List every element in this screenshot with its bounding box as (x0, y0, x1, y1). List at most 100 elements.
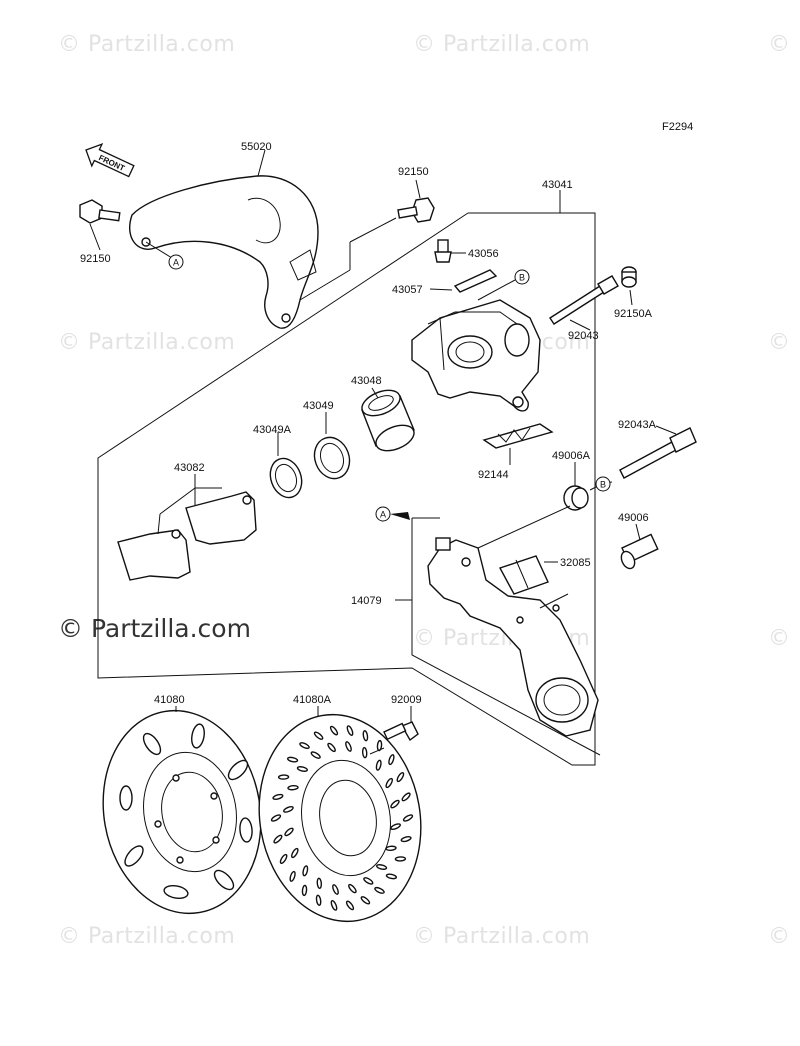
cap-43057 (429, 269, 516, 301)
rotor-slot (299, 742, 310, 750)
part-label-49006: 49006 (618, 512, 649, 524)
assembly-outline (97, 212, 596, 766)
seal-43049 (313, 412, 351, 480)
rotor-slot (270, 814, 282, 822)
rotor-slot (394, 856, 407, 862)
screw-92009 (369, 706, 419, 755)
watermark: © Partzilla.com (58, 32, 236, 57)
rotor-slot (376, 864, 388, 870)
seal-43049A (269, 432, 303, 499)
boot-49006 (620, 523, 659, 570)
rotor-slot (390, 823, 401, 830)
callout-b-upper: B (514, 269, 530, 285)
bracket-55020 (129, 149, 319, 329)
rotor-slot (310, 751, 321, 759)
callout-b-lower: B (595, 476, 611, 492)
rotor-slot (332, 884, 339, 895)
rotor-slot (390, 799, 400, 809)
callout-a-text: A (173, 258, 179, 268)
rotor-slot (296, 766, 308, 772)
part-label-43041: 43041 (542, 179, 573, 191)
rotor-slot (286, 756, 299, 763)
watermark: © Partzilla.com (58, 924, 236, 949)
watermark: © Partzilla.com (768, 32, 800, 57)
piston-43048 (361, 387, 415, 452)
part-label-92043: 92043 (568, 330, 599, 342)
rotor-slot (375, 759, 382, 771)
watermark: © Partzilla.com (58, 330, 236, 355)
watermark: © Partzilla.com (768, 330, 800, 355)
figure-code: F2294 (662, 121, 693, 133)
watermark: © Partzilla.com (413, 32, 591, 57)
part-label-43049A: 43049A (253, 424, 292, 436)
callout-a-upper: A (168, 254, 184, 270)
rotor-slot (346, 725, 354, 736)
part-label-49006A: 49006A (552, 450, 591, 462)
rotor-slot (279, 853, 288, 864)
callout-a-text: A (380, 510, 386, 520)
rotor-slot (348, 883, 357, 894)
part-label-43082: 43082 (174, 462, 205, 474)
cap-92150A (621, 266, 637, 306)
rotor-slot (402, 814, 414, 822)
part-label-92144: 92144 (478, 469, 509, 481)
rotor-slot (345, 741, 352, 752)
watermark-main: © Partzilla.com (58, 614, 251, 643)
part-label-92150-left: 92150 (80, 253, 111, 265)
rotor-slot (289, 870, 296, 882)
rotor-slot (273, 834, 283, 844)
holder-outline (411, 518, 601, 756)
part-label-55020: 55020 (241, 141, 272, 153)
watermark: © Partzilla.com (768, 626, 800, 651)
rotor-slot (400, 836, 412, 843)
spring-92144 (482, 423, 554, 465)
rotor-41080A (258, 706, 422, 923)
rotor-slot (316, 877, 323, 889)
rotor-slot (363, 877, 374, 885)
watermark: © Partzilla.com (768, 924, 800, 949)
part-label-43049: 43049 (303, 400, 334, 412)
rotor-slot (327, 742, 336, 753)
rotor-slot (360, 896, 371, 905)
rotor-holes (270, 725, 414, 911)
rotor-slot (361, 747, 368, 759)
rotor-slot (315, 894, 322, 906)
rotor-slot (362, 730, 369, 742)
rotor-slot (284, 827, 294, 837)
part-label-43048: 43048 (351, 375, 382, 387)
holder-14079 (427, 505, 599, 737)
rotor-slot (385, 777, 393, 789)
rotor-slot (313, 731, 324, 740)
part-label-32085: 32085 (560, 557, 591, 569)
boot-49006A (563, 462, 599, 511)
callout-a-lower: A (375, 506, 410, 522)
rotor-slot (374, 886, 385, 894)
part-label-43057: 43057 (392, 284, 423, 296)
rotor-slot (291, 847, 299, 859)
callout-b-text: B (519, 273, 525, 283)
rotor-slot (388, 754, 395, 766)
rotor-slot (385, 845, 397, 852)
part-label-92150A: 92150A (614, 308, 653, 320)
callout-b-text: B (600, 480, 606, 490)
part-label-92150-top: 92150 (398, 166, 429, 178)
part-label-14079: 14079 (351, 595, 382, 607)
rotor-slot (287, 784, 299, 791)
rotor-slot (301, 884, 308, 897)
pads-43082 (117, 474, 257, 581)
rotor-slot (401, 792, 411, 802)
pin-92043A (597, 425, 697, 485)
rotor-slot (345, 900, 355, 911)
bleeder-43056 (434, 239, 466, 263)
watermark: © Partzilla.com (413, 924, 591, 949)
rotor-slot (302, 865, 309, 877)
pin-92043 (549, 275, 619, 331)
part-label-43056: 43056 (468, 248, 499, 260)
rotor-41080 (102, 706, 262, 915)
plate-32085 (498, 555, 558, 595)
part-label-92043A: 92043A (618, 419, 657, 431)
rotor-slot (272, 793, 284, 800)
front-arrow-icon: FRONT (85, 143, 135, 178)
part-label-41080: 41080 (154, 694, 185, 706)
